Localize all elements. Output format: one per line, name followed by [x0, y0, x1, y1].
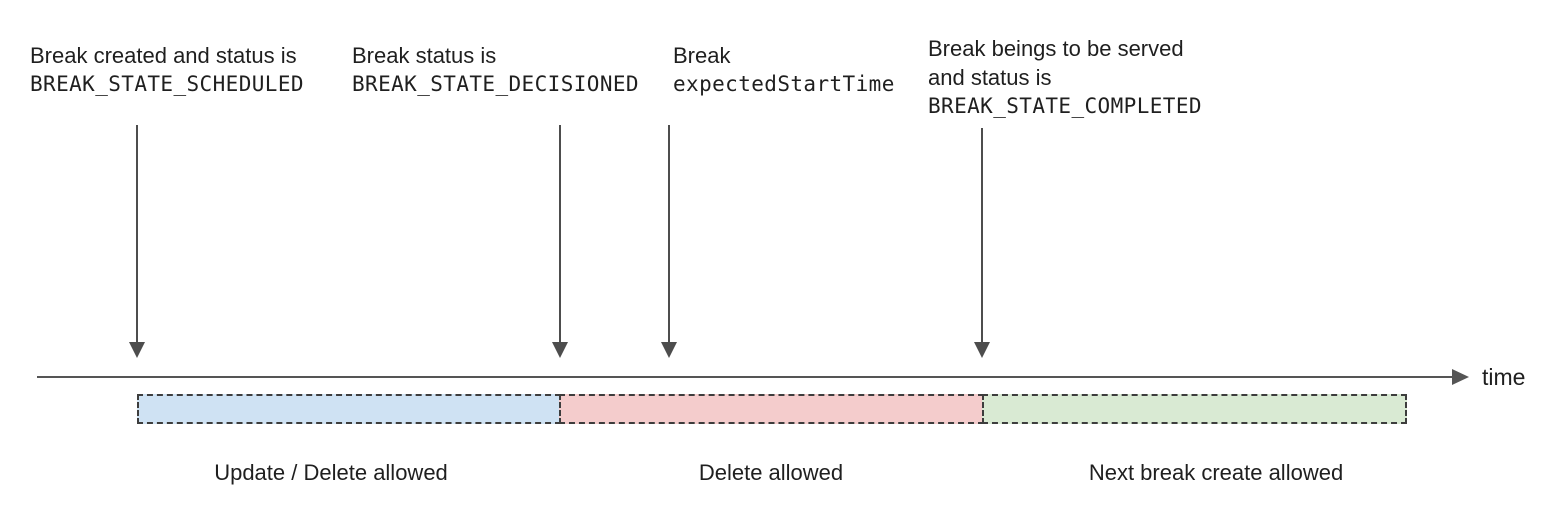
down-arrow-icon — [552, 125, 568, 358]
timeline-label: time — [1482, 364, 1526, 390]
down-arrow-icon — [129, 125, 145, 358]
segment-delete-allowed — [559, 394, 984, 424]
annotation-code-text: BREAK_STATE_COMPLETED — [928, 94, 1202, 118]
annotation-code-text: BREAK_STATE_DECISIONED — [352, 72, 639, 96]
down-arrow-icon — [974, 128, 990, 358]
annotation-expected-start-time: Break expectedStartTime — [673, 41, 895, 99]
annotation-code-text: BREAK_STATE_SCHEDULED — [30, 72, 304, 96]
segment-label-next-break-create-allowed: Next break create allowed — [1088, 460, 1344, 485]
annotation-break-scheduled: Break created and status is BREAK_STATE_… — [30, 41, 304, 99]
annotation-text: Break created and status is — [30, 43, 297, 68]
annotation-text: Break — [673, 43, 731, 68]
timeline-arrow-icon — [1452, 369, 1469, 385]
down-arrow-icon — [661, 125, 677, 358]
segment-next-break-create-allowed — [982, 394, 1407, 424]
segment-label-delete-allowed: Delete allowed — [698, 460, 844, 485]
segment-label-update-delete-allowed: Update / Delete allowed — [214, 460, 448, 485]
annotation-code-text: expectedStartTime — [673, 72, 895, 96]
segment-update-delete-allowed — [137, 394, 561, 424]
annotation-text: Break beings to be served — [928, 36, 1184, 61]
timeline-axis — [37, 376, 1453, 378]
annotation-break-decisioned: Break status is BREAK_STATE_DECISIONED — [352, 41, 639, 99]
annotation-break-completed: Break beings to be served and status is … — [928, 34, 1202, 121]
annotation-text: and status is — [928, 65, 1052, 90]
annotation-text: Break status is — [352, 43, 497, 68]
